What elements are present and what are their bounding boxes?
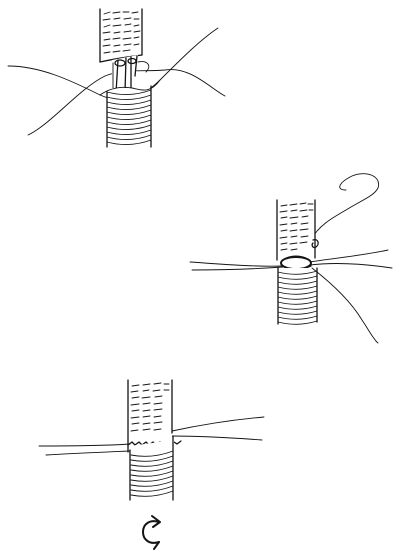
step-3-panel (39, 380, 264, 549)
lower-tube (130, 436, 174, 500)
joint-wrap (281, 256, 311, 269)
upper-tube (100, 9, 142, 62)
lower-tube (107, 86, 152, 147)
thread-loop-curl (311, 174, 379, 240)
rotate-arrow-icon (143, 516, 160, 549)
lower-tube (278, 268, 318, 324)
thread-trailing (312, 268, 378, 343)
upper-tube (277, 200, 318, 260)
step-2-panel (190, 174, 392, 343)
step-1-panel (8, 9, 225, 147)
